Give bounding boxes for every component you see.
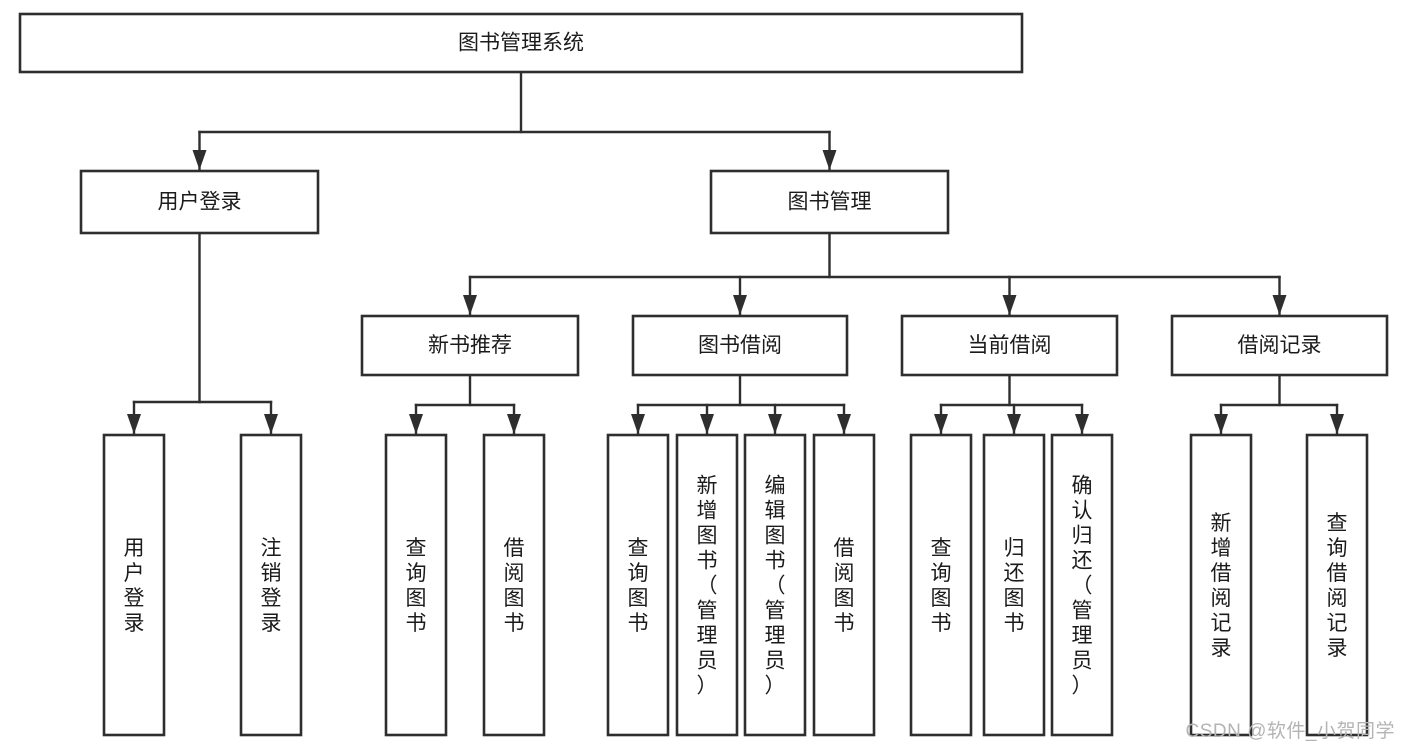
node-leaf-confirm-return-box [1050,433,1114,737]
node-leaf-query-book-3-box [909,433,973,737]
node-leaf-user-login[interactable]: 用户登录 [102,433,166,737]
node-new-book-rec-label: 新书推荐 [428,334,512,357]
node-leaf-edit-book-label: 编辑图书（管理员） [765,475,786,698]
connector-arrow-icon [264,414,278,434]
node-root-system-label: 图书管理系统 [458,32,584,55]
node-leaf-confirm-return-label: 确认归还（管理员） [1072,475,1093,698]
connector-arrow-icon [631,414,645,434]
connector-arrow-icon [768,414,782,434]
node-leaf-query-record[interactable]: 查询借阅记录 [1305,433,1369,737]
connector-arrow-icon [822,150,837,170]
node-book-borrow[interactable]: 图书借阅 [631,314,849,377]
connector-arrow-icon [700,414,714,434]
node-leaf-borrow-book-2-label: 借阅图书 [834,537,855,635]
connector-arrow-icon [463,295,477,315]
node-leaf-query-record-box [1305,433,1369,737]
node-leaf-edit-book-box [743,433,807,737]
connector-arrow-icon [409,414,423,434]
node-current-borrow[interactable]: 当前借阅 [900,314,1119,377]
node-leaf-logout-box [239,433,303,737]
node-leaf-borrow-book-1-label: 借阅图书 [504,537,525,635]
node-book-manage-box [709,169,950,235]
node-book-manage-label: 图书管理 [788,191,872,214]
node-book-manage[interactable]: 图书管理 [709,169,950,235]
connector-arrow-icon [192,150,207,170]
node-user-login-box [79,169,320,235]
node-leaf-borrow-book-1[interactable]: 借阅图书 [482,433,546,737]
node-layer: 图书管理系统用户登录图书管理新书推荐图书借阅当前借阅借阅记录用户登录注销登录查询… [18,12,1389,737]
node-root-system-box [18,12,1024,74]
node-leaf-add-book[interactable]: 新增图书（管理员） [675,433,739,737]
node-leaf-borrow-book-1-box [482,433,546,737]
node-leaf-add-record[interactable]: 新增借阅记录 [1189,433,1253,737]
node-leaf-query-book-1-label: 查询图书 [406,537,427,635]
connector-arrow-icon [1075,414,1089,434]
node-book-borrow-box [631,314,849,377]
node-leaf-edit-book[interactable]: 编辑图书（管理员） [743,433,807,737]
connector-arrow-icon [507,414,521,434]
node-leaf-query-book-1[interactable]: 查询图书 [384,433,448,737]
node-leaf-return-book-label: 归还图书 [1004,537,1025,635]
node-leaf-add-book-box [675,433,739,737]
connector-arrow-icon [934,414,948,434]
node-current-borrow-label: 当前借阅 [968,334,1052,357]
node-borrow-record-box [1170,314,1389,377]
node-leaf-add-record-box [1189,433,1253,737]
node-leaf-query-record-label: 查询借阅记录 [1327,512,1348,660]
node-new-book-rec[interactable]: 新书推荐 [360,314,580,377]
node-leaf-user-login-box [102,433,166,737]
node-leaf-logout[interactable]: 注销登录 [239,433,303,737]
node-root-system[interactable]: 图书管理系统 [18,12,1024,74]
connector-arrow-icon [1214,414,1228,434]
connector-arrow-icon [1272,295,1287,315]
connector-layer [127,70,1344,436]
node-leaf-confirm-return[interactable]: 确认归还（管理员） [1050,433,1114,737]
node-leaf-query-book-1-box [384,433,448,737]
node-book-borrow-label: 图书借阅 [698,334,782,357]
node-leaf-add-record-label: 新增借阅记录 [1211,512,1232,660]
node-leaf-return-book[interactable]: 归还图书 [982,433,1046,737]
node-borrow-record[interactable]: 借阅记录 [1170,314,1389,377]
node-user-login[interactable]: 用户登录 [79,169,320,235]
node-leaf-logout-label: 注销登录 [261,537,282,635]
node-leaf-add-book-label: 新增图书（管理员） [697,475,718,698]
csdn-watermark: CSDN @软件_小贺同学 [1185,721,1395,742]
node-leaf-borrow-book-2-box [812,433,876,737]
connector-arrow-icon [1330,414,1344,434]
node-leaf-query-book-3[interactable]: 查询图书 [909,433,973,737]
connector-arrow-icon [1002,295,1017,315]
node-leaf-query-book-2[interactable]: 查询图书 [606,433,670,737]
node-new-book-rec-box [360,314,580,377]
node-leaf-query-book-2-label: 查询图书 [628,537,649,635]
node-current-borrow-box [900,314,1119,377]
node-leaf-user-login-label: 用户登录 [124,537,145,635]
node-leaf-query-book-2-box [606,433,670,737]
connector-arrow-icon [733,295,747,315]
connector-arrow-icon [127,414,141,434]
connector-arrow-icon [837,414,851,434]
node-borrow-record-label: 借阅记录 [1238,334,1322,357]
connector-arrow-icon [1007,414,1021,434]
node-leaf-borrow-book-2[interactable]: 借阅图书 [812,433,876,737]
node-leaf-query-book-3-label: 查询图书 [931,537,952,635]
node-leaf-return-book-box [982,433,1046,737]
node-user-login-label: 用户登录 [158,191,242,214]
